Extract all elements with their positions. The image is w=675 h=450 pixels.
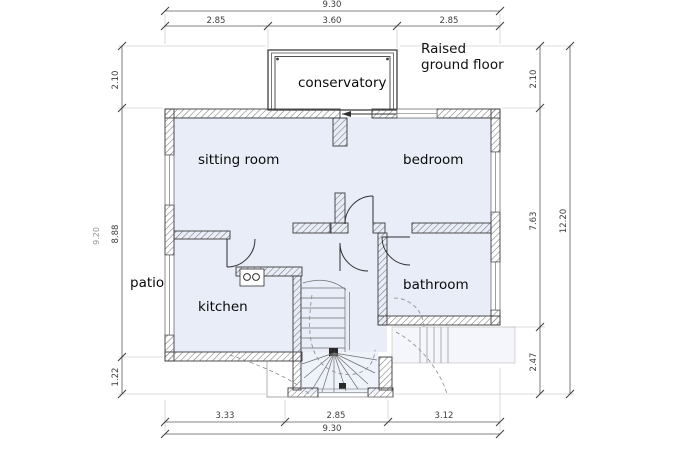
dim-left-seg3: 1.22 bbox=[111, 368, 121, 387]
label-conservatory: conservatory bbox=[298, 75, 386, 91]
interior-walls bbox=[173, 117, 492, 398]
label-kitchen: kitchen bbox=[198, 299, 248, 315]
plan-title-line2: ground floor bbox=[421, 57, 504, 73]
dim-bottom-seg3: 3.12 bbox=[435, 411, 454, 421]
staircase bbox=[301, 279, 378, 393]
dim-right-seg1: 2.10 bbox=[529, 70, 539, 89]
dim-right-overall: 12.20 bbox=[559, 209, 569, 233]
dim-top-overall: 9.30 bbox=[323, 0, 342, 10]
kitchen-door bbox=[226, 238, 256, 268]
kitchen-window bbox=[164, 254, 175, 336]
fixture-unit bbox=[239, 268, 265, 287]
dimensions-right: 2.10 7.63 2.47 12.20 bbox=[395, 41, 575, 399]
dim-left-seg1: 2.10 bbox=[111, 71, 121, 90]
conservatory-door bbox=[342, 111, 396, 117]
windows bbox=[164, 108, 501, 336]
top-wall-window bbox=[396, 108, 438, 119]
bedroom-window bbox=[490, 151, 501, 213]
dim-left-outer: 9.20 bbox=[92, 227, 101, 245]
dimensions-top: 9.30 2.85 3.60 2.85 bbox=[160, 0, 505, 48]
exterior-steps bbox=[419, 327, 449, 363]
dimensions-bottom: 3.33 2.85 3.12 9.30 bbox=[160, 368, 505, 439]
plan-title-line1: Raised bbox=[421, 41, 466, 57]
label-bathroom: bathroom bbox=[403, 277, 469, 293]
dim-top-seg2: 3.60 bbox=[323, 16, 342, 26]
bathroom-window bbox=[490, 261, 501, 311]
dim-bottom-seg1: 3.33 bbox=[216, 411, 235, 421]
hall-door bbox=[339, 242, 369, 272]
dim-top-seg1: 2.85 bbox=[207, 16, 226, 26]
newel-post bbox=[329, 348, 338, 356]
dim-right-seg2: 7.63 bbox=[529, 212, 539, 231]
plan-title: Raised ground floor bbox=[421, 41, 504, 73]
dimensions-left: 2.10 8.88 1.22 9.20 bbox=[92, 41, 266, 399]
doors bbox=[226, 111, 411, 272]
bedroom-door bbox=[344, 195, 374, 225]
label-patio: patio bbox=[130, 275, 164, 291]
sitting-room-window bbox=[164, 154, 175, 206]
dim-top-seg3: 2.85 bbox=[440, 16, 459, 26]
room-labels: conservatory sitting room bedroom kitche… bbox=[130, 75, 469, 315]
dim-right-seg3: 2.47 bbox=[529, 353, 539, 372]
bathroom-door bbox=[381, 236, 411, 266]
label-bedroom: bedroom bbox=[403, 152, 463, 168]
label-sitting-room: sitting room bbox=[198, 152, 279, 168]
dim-bottom-overall: 9.30 bbox=[323, 424, 342, 434]
porch bbox=[229, 297, 448, 398]
dim-left-seg2: 8.88 bbox=[111, 225, 121, 244]
dim-bottom-seg2: 2.85 bbox=[327, 411, 346, 421]
